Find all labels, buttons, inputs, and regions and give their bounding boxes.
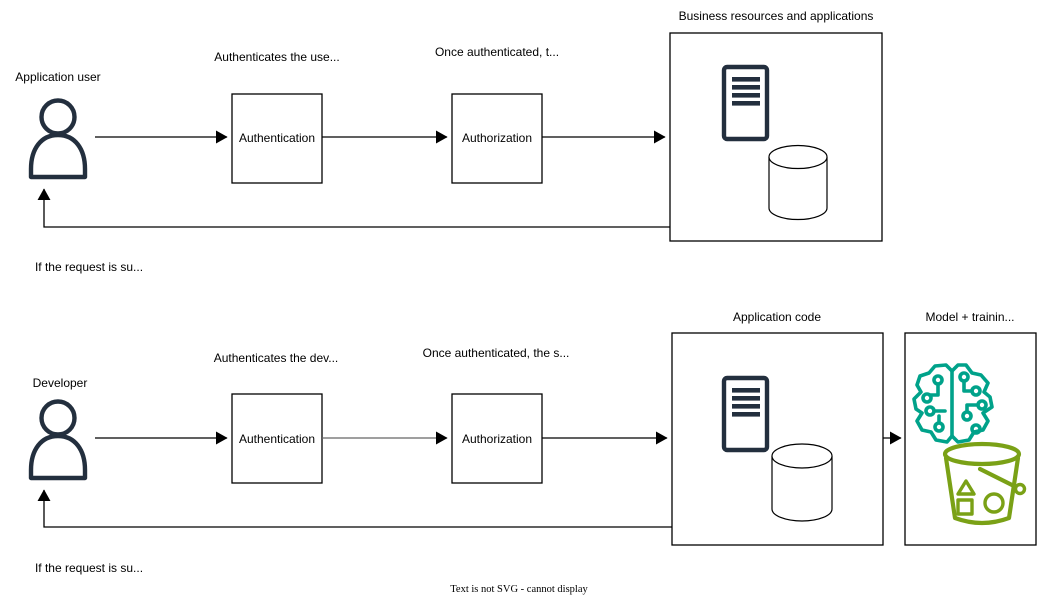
model-title: Model + trainin... (925, 310, 1014, 324)
return-note: If the request is su... (35, 561, 143, 575)
appcode-title: Application code (733, 310, 821, 324)
developer-icon (28, 399, 88, 481)
actor-label: Application user (15, 70, 100, 84)
ml-brain-icon (912, 363, 994, 444)
authentication-box (231, 393, 323, 484)
authorization-box (451, 93, 543, 184)
authenticate-note: Authenticates the dev... (214, 351, 339, 365)
server-icon (721, 375, 770, 453)
return-note: If the request is su... (35, 260, 143, 274)
connector-return-to-user (37, 188, 670, 228)
svg-fallback-note: Text is not SVG - cannot display (450, 584, 588, 595)
authorize-note: Once authenticated, t... (435, 45, 559, 59)
database-icon (768, 144, 828, 221)
flow-application-user: Application user Authenticates the use..… (15, 9, 883, 274)
server-icon (721, 64, 770, 142)
s3-bucket-icon (942, 441, 1027, 526)
database-icon (771, 443, 833, 522)
flow-developer: Developer Authenticates the dev... Authe… (28, 310, 1037, 575)
authenticate-note: Authenticates the use... (214, 50, 339, 64)
resources-title: Business resources and applications (679, 9, 874, 23)
authentication-box (231, 93, 323, 184)
connector-return-to-developer (37, 489, 672, 528)
authentication-label: Authentication (239, 432, 315, 446)
authorize-note: Once authenticated, the s... (423, 346, 570, 360)
actor-label: Developer (33, 376, 88, 390)
authorization-label: Authorization (462, 131, 532, 145)
user-icon (28, 98, 88, 180)
authentication-label: Authentication (239, 131, 315, 145)
authorization-label: Authorization (462, 432, 532, 446)
